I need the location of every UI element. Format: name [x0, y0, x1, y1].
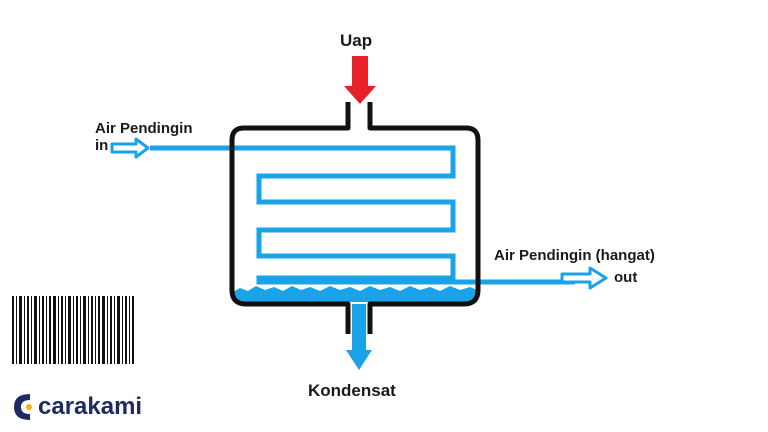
condensate-out-arrow [346, 304, 372, 370]
condensate-pool [233, 286, 477, 302]
coolant-in-label: Air Pendingin [95, 120, 193, 137]
steam-label: Uap [340, 31, 373, 50]
coolant-out-sublabel: out [614, 269, 638, 286]
brand-logo-icon [14, 394, 32, 420]
condensate-label: Kondensat [308, 381, 396, 400]
coolant-in-arrow [110, 137, 150, 159]
coolant-out-arrow [560, 266, 608, 290]
condenser-vessel [229, 102, 481, 334]
cooling-coil [150, 145, 575, 285]
barcode-watermark [12, 296, 134, 364]
coolant-out-label: Air Pendingin (hangat) [494, 247, 655, 264]
steam-in-arrow [344, 56, 376, 104]
brand-logo-text: carakami [38, 393, 143, 420]
coolant-in-sublabel: in [95, 137, 109, 154]
